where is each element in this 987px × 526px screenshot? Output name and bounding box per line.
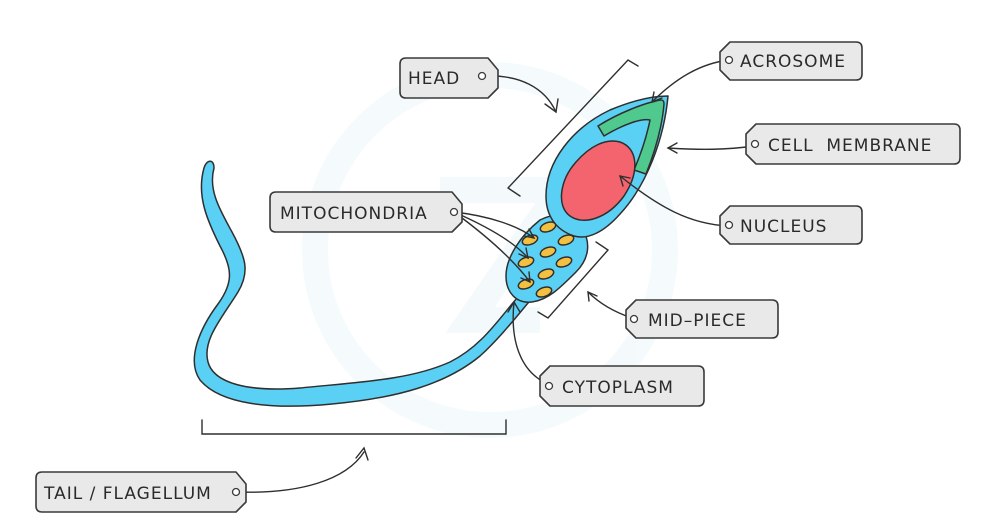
acrosome-cap <box>597 99 665 175</box>
label-cytoplasm-text: CYTOPLASM <box>562 378 674 398</box>
mitochondria-leader-2 <box>453 211 529 259</box>
tail-leader <box>237 451 365 493</box>
mitochondrion <box>535 286 553 298</box>
head-arrowhead <box>544 98 559 114</box>
mitochondria-group <box>517 221 575 298</box>
acrosome-arrowhead <box>651 91 663 104</box>
label-head: HEAD <box>399 57 499 99</box>
mitochondria-arrowheads <box>518 228 536 284</box>
tail-arrowhead <box>355 446 369 461</box>
mitochondrion <box>539 221 557 233</box>
label-cell-membrane-text: CELL MEMBRANE <box>768 136 932 156</box>
label-cytoplasm: CYTOPLASM <box>539 365 705 407</box>
label-mitochondria-text: MITOCHONDRIA <box>280 204 428 224</box>
label-head-text: HEAD <box>408 69 460 89</box>
mid-piece-bracket <box>537 241 610 319</box>
sperm-cell <box>193 95 669 407</box>
label-acrosome-text: ACROSOME <box>740 52 846 72</box>
mitochondrion <box>517 256 535 268</box>
label-tail-flagellum: TAIL / FLAGELLUM <box>35 471 247 513</box>
mitochondrion <box>555 256 573 268</box>
label-mid-piece-text: MID–PIECE <box>648 311 747 331</box>
cell-membrane-leader <box>667 145 755 151</box>
cell-membrane-arrowhead <box>666 142 678 154</box>
mid-piece-arrowhead <box>587 290 598 302</box>
nucleus-leader <box>619 175 729 227</box>
label-mid-piece: MID–PIECE <box>625 299 779 339</box>
label-mitochondria: MITOCHONDRIA <box>269 191 463 233</box>
mitochondrion <box>537 268 555 280</box>
label-acrosome: ACROSOME <box>719 41 863 81</box>
head-bracket <box>507 59 639 197</box>
label-tail-flagellum-text: TAIL / FLAGELLUM <box>43 484 212 504</box>
label-cell-membrane: CELL MEMBRANE <box>745 123 961 165</box>
nucleus-arrowhead <box>618 175 631 187</box>
nucleus <box>560 140 636 221</box>
mitochondrion <box>557 234 575 246</box>
label-nucleus: NUCLEUS <box>719 205 863 245</box>
cytoplasm-arrowhead <box>507 300 521 313</box>
mitochondria-leader-3 <box>453 211 531 283</box>
mitochondria-leader-1 <box>453 211 535 239</box>
label-nucleus-text: NUCLEUS <box>740 217 827 237</box>
mitochondrion <box>539 246 557 258</box>
tail-bracket <box>201 419 507 435</box>
